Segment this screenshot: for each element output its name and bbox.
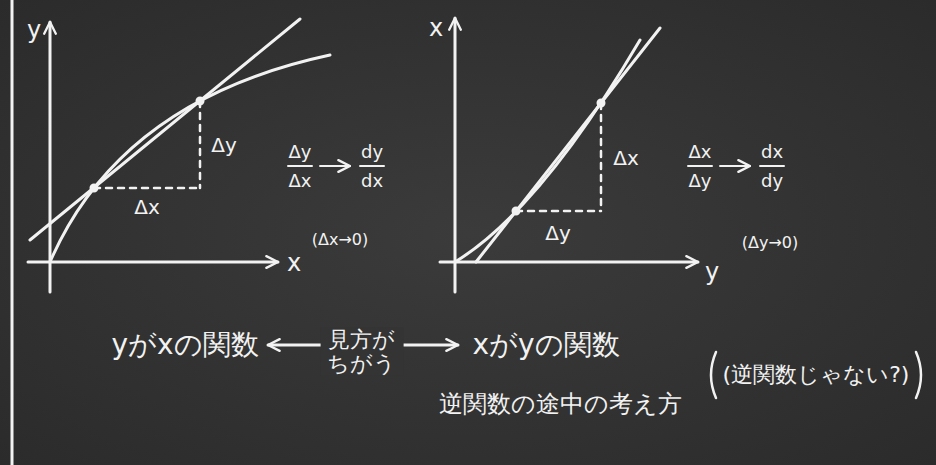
point (197, 98, 203, 104)
curve (455, 40, 640, 262)
limit-arrow (720, 165, 750, 167)
point (91, 185, 97, 191)
fraction-bar (760, 165, 784, 167)
board-edge-line (11, 0, 14, 465)
note-text: (逆関数じゃない?) (723, 363, 910, 387)
point (598, 100, 604, 106)
fraction-numerator: Δx (689, 142, 712, 162)
dashed-run (94, 187, 200, 190)
fraction-numerator: dx (761, 142, 783, 162)
fraction-denominator: Δx (289, 171, 312, 191)
x-axis (28, 261, 278, 264)
note-text: 逆関数の途中の考え方 (439, 391, 682, 417)
bracket (711, 352, 716, 398)
limit-condition: (Δy→0) (742, 234, 798, 252)
secant-line (30, 19, 300, 240)
y-axis (49, 22, 52, 292)
note-text: yがxの関数 (111, 330, 258, 361)
delta-label: Δy (545, 222, 571, 244)
dashed-run (516, 210, 601, 213)
dashed-rise (600, 103, 603, 211)
secant-line (476, 28, 660, 262)
fraction-denominator: dy (761, 171, 783, 191)
fraction-denominator: Δy (689, 171, 712, 191)
fraction-numerator: Δy (289, 142, 312, 162)
x-axis (454, 18, 457, 292)
delta-label: Δx (134, 196, 160, 218)
fraction-bar (360, 165, 384, 167)
axis-label: x (287, 250, 301, 276)
fraction-bar (688, 165, 712, 167)
fraction-bar (288, 165, 312, 167)
curve (50, 55, 330, 262)
note-text: xがyの関数 (472, 330, 619, 361)
bracket (916, 352, 921, 398)
point (513, 208, 519, 214)
fraction-denominator: dx (361, 171, 383, 191)
arrow-label: 見方が ちがう (321, 328, 404, 376)
dashed-rise (199, 101, 202, 188)
axis-label: x (429, 15, 443, 41)
delta-label: Δx (613, 147, 639, 169)
fraction-numerator: dy (361, 142, 383, 162)
axis-label: y (705, 259, 719, 285)
axis-label: y (27, 17, 41, 43)
limit-arrow (320, 165, 350, 167)
delta-label: Δy (211, 134, 237, 156)
limit-condition: (Δx→0) (312, 231, 368, 249)
